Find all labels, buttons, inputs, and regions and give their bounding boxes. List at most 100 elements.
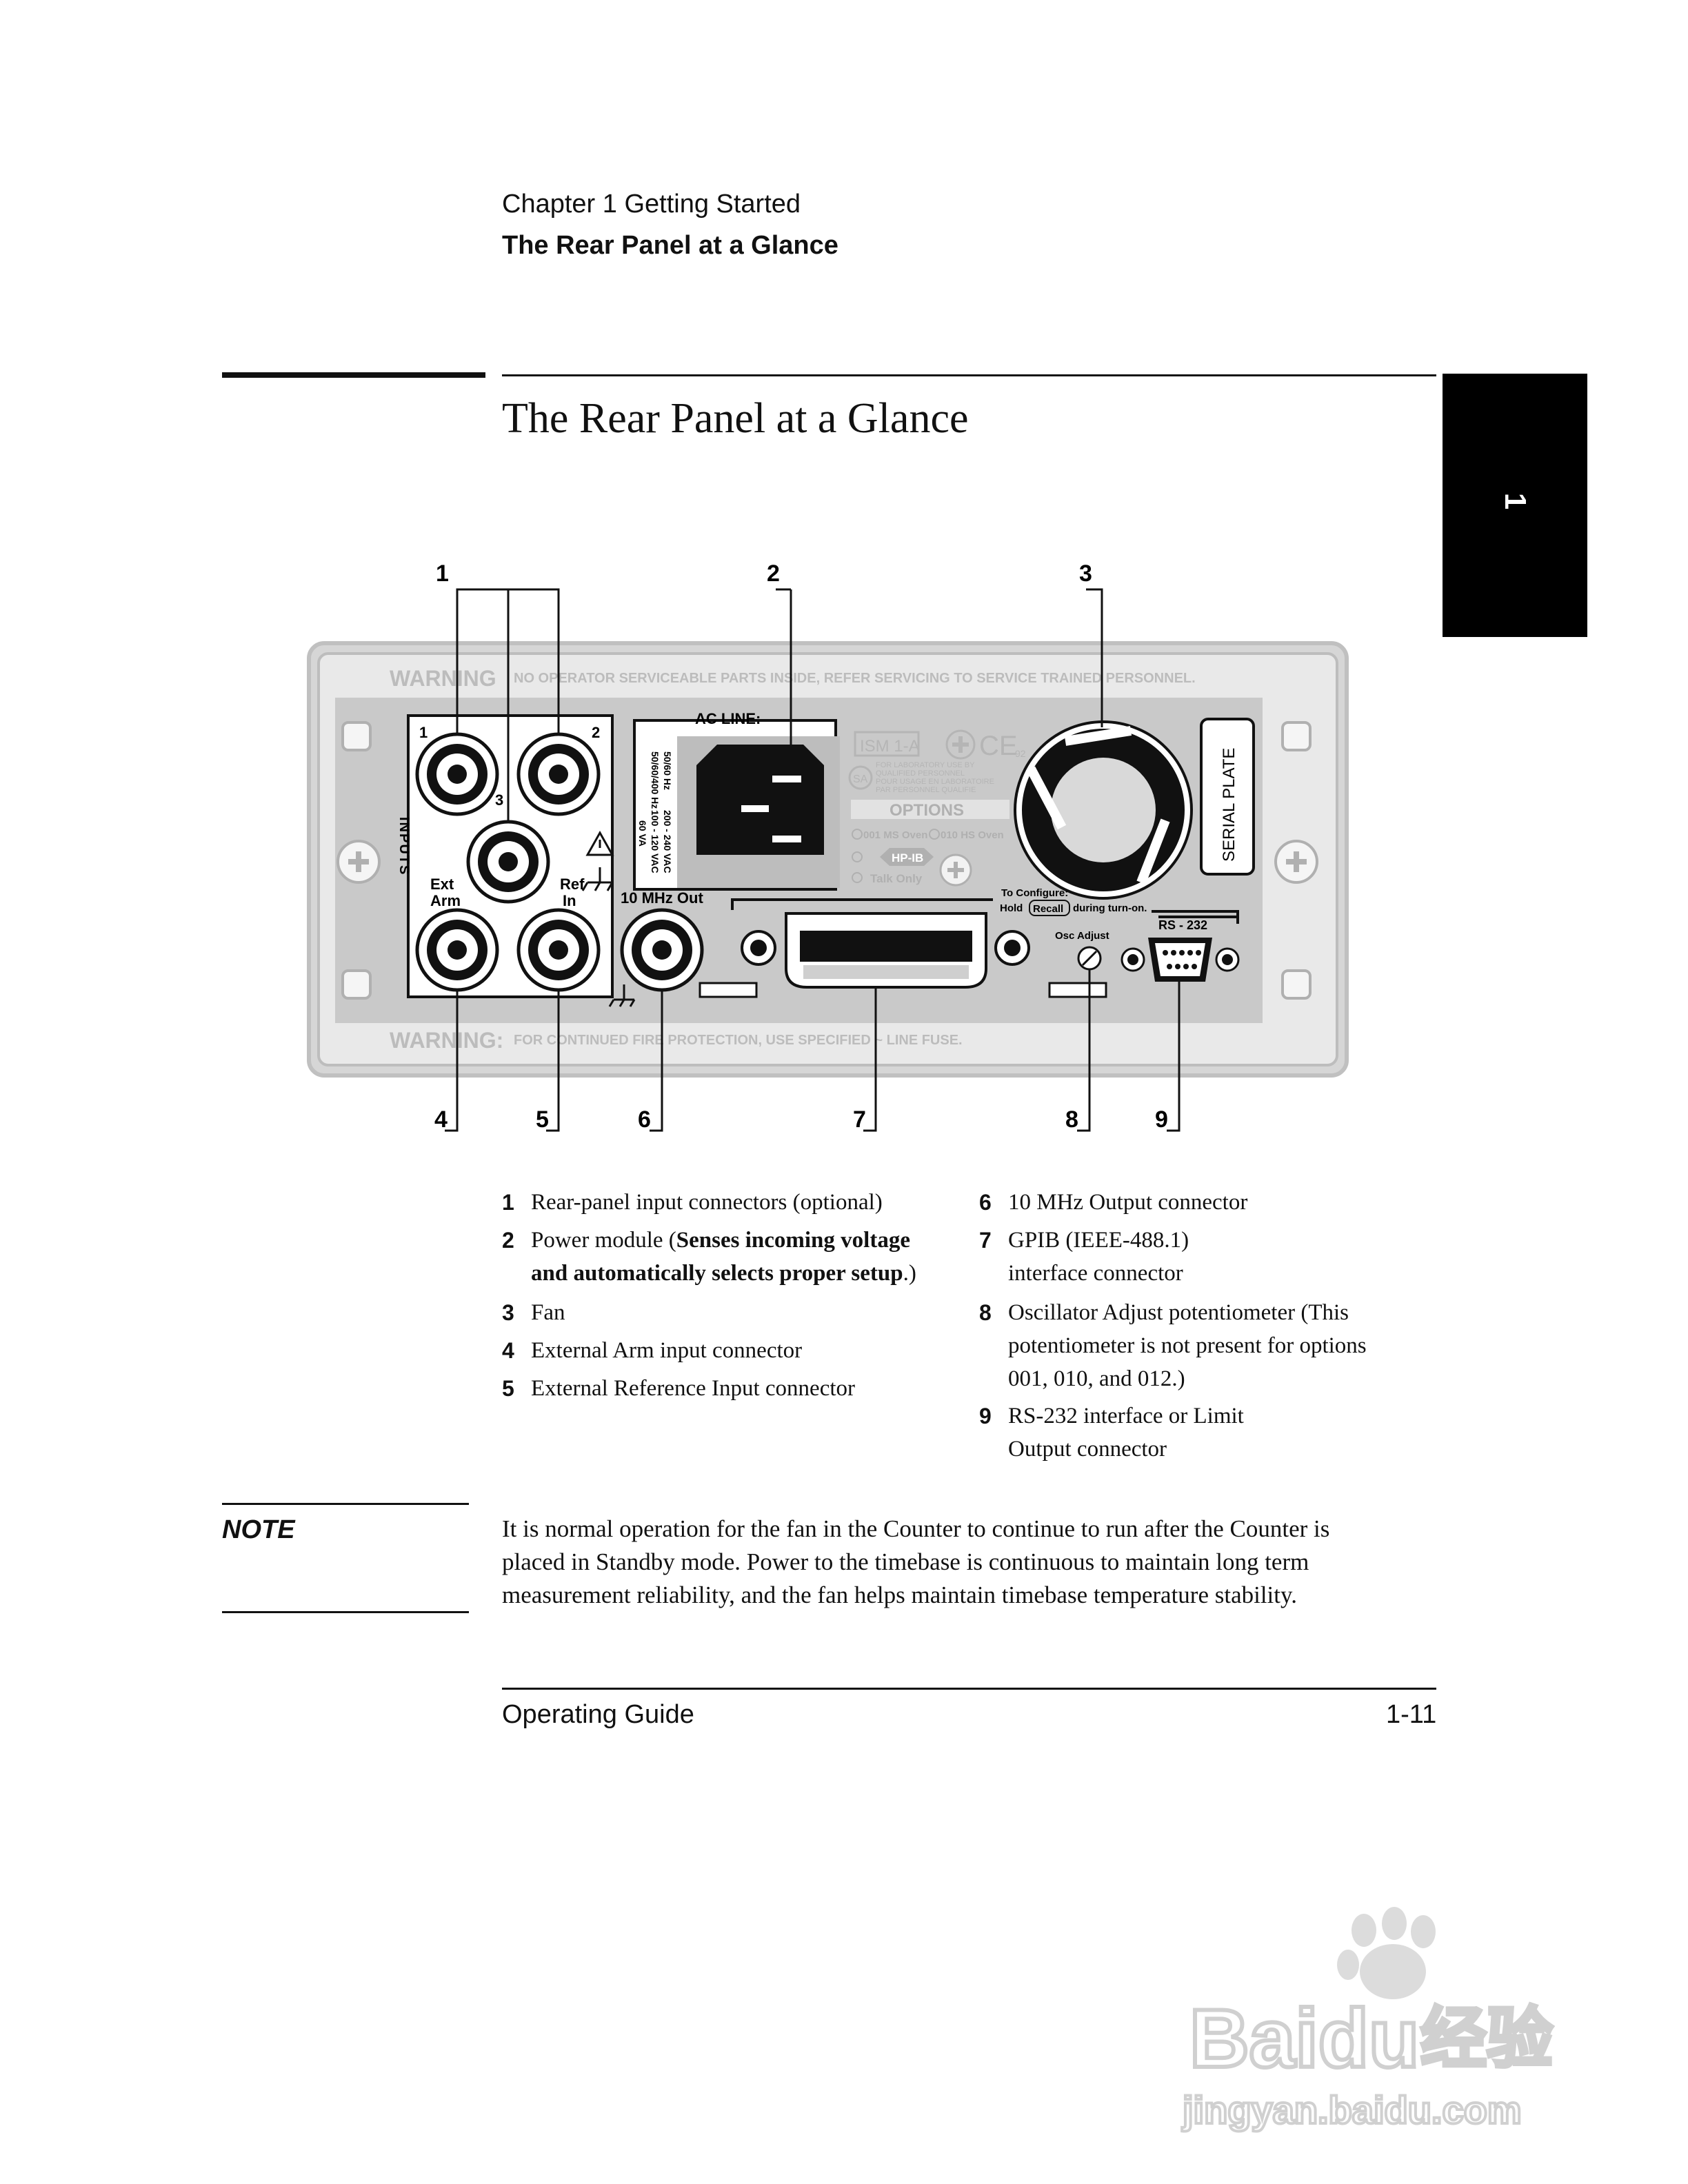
inputs-vertical-label: INPUTS — [396, 817, 412, 876]
option-001-label: 001 MS Oven — [863, 829, 927, 841]
options-label: OPTIONS — [890, 801, 964, 820]
footer-rule — [502, 1688, 1436, 1690]
warning-bottom-text: FOR CONTINUED FIRE PROTECTION, USE SPECI… — [514, 1033, 963, 1048]
caption-number: 4 — [502, 1338, 514, 1363]
lab-use-logo-icon: SA — [848, 765, 873, 790]
fan-icon — [1014, 720, 1193, 900]
chassis-ground-icon — [581, 867, 614, 891]
caption-6: 6 10 MHz Output connector — [979, 1186, 1248, 1219]
lab-use-text-4: PAR PERSONNEL QUALIFIE — [876, 786, 976, 794]
caption-line: interface connector — [1008, 1261, 1183, 1286]
ext-arm-label-1: Ext — [430, 876, 454, 893]
ac-line-label: AC LINE: — [695, 710, 761, 727]
caption-text-bold-2: and automatically selects proper setup — [531, 1261, 903, 1286]
osc-adjust-potentiometer-icon — [1077, 946, 1102, 971]
callout-7: 7 — [853, 1106, 866, 1133]
gpib-connector-icon — [741, 912, 1030, 989]
caption-text-pre: Power module ( — [531, 1228, 676, 1253]
caption-number: 2 — [502, 1228, 514, 1253]
caption-line: GPIB (IEEE-488.1) — [1008, 1228, 1189, 1253]
watermark-cn: 经验 — [1420, 2000, 1553, 2077]
slot-right — [1048, 982, 1107, 998]
caption-7: 7 GPIB (IEEE-488.1) interface connector — [979, 1224, 1189, 1290]
caption-text-post: .) — [903, 1261, 916, 1286]
options-header-bg — [851, 800, 1009, 819]
voltage-label-3: 60 VA — [637, 820, 648, 847]
rs232-label: RS - 232 — [1158, 918, 1207, 932]
baidu-watermark: Baidu 经验 jingyan.baidu.com — [1180, 1907, 1555, 2133]
voltage-label-2: 50/60 Hz — [662, 751, 673, 790]
rear-panel-diagram: WARNING NO OPERATOR SERVICEABLE PARTS IN… — [307, 560, 1349, 1133]
callout-5: 5 — [536, 1106, 549, 1133]
callout-3: 3 — [1079, 560, 1092, 587]
to-configure-label: To Configure: — [1001, 887, 1068, 899]
bnc-connector-3-icon — [466, 820, 550, 904]
panel-screw-left-icon — [336, 840, 381, 884]
hpib-label: HP-IB — [892, 851, 923, 865]
caption-3: 3 Fan — [502, 1296, 565, 1329]
bnc-connector-1-icon — [415, 732, 499, 816]
caption-2: 2 Power module (Senses incoming voltage … — [502, 1224, 986, 1290]
footer-title: Operating Guide — [502, 1700, 694, 1729]
osc-adjust-label: Osc Adjust — [1055, 930, 1109, 942]
caption-line: 10 MHz Output connector — [1008, 1190, 1248, 1215]
note-line: measurement reliability, and the fan hel… — [502, 1581, 1297, 1608]
caption-5: 5 External Reference Input connector — [502, 1372, 856, 1405]
ref-in-label-2: In — [563, 892, 576, 909]
caption-text: Rear-panel input connectors (optional) — [531, 1190, 883, 1215]
running-header-chapter: Chapter 1 Getting Started — [502, 190, 801, 219]
rs232-bracket — [1158, 916, 1239, 924]
recall-label: Recall — [1033, 903, 1063, 915]
paw-logo-icon — [1337, 1907, 1436, 1999]
caption-text: Fan — [531, 1300, 565, 1325]
watermark-brand: Baidu — [1189, 1992, 1419, 2085]
lab-use-text-1: FOR LABORATORY USE BY — [876, 761, 975, 769]
warning-bottom-word: WARNING: — [390, 1028, 503, 1053]
lab-use-text-2: QUALIFIED PERSONNEL — [876, 769, 965, 778]
caption-line: 001, 010, and 012.) — [1008, 1366, 1185, 1391]
rs232-connector-icon — [1121, 938, 1240, 982]
serial-plate-label: SERIAL PLATE — [1220, 748, 1238, 862]
ism-label: ISM 1-A — [860, 737, 920, 756]
power-pin — [772, 836, 801, 842]
hpib-badge — [880, 848, 934, 866]
callout-8: 8 — [1065, 1106, 1078, 1133]
voltage-label-5: 200 - 240 VAC — [662, 810, 673, 873]
input-2-label: 2 — [592, 724, 600, 741]
caption-4: 4 External Arm input connector — [502, 1334, 803, 1367]
bnc-connector-2-icon — [516, 732, 601, 816]
caption-number: 9 — [979, 1404, 992, 1428]
caption-line: Oscillator Adjust potentiometer (This — [1008, 1300, 1349, 1325]
ten-mhz-out-label: 10 MHz Out — [621, 889, 703, 907]
lab-use-text-3: POUR USAGE EN LABORATOIRE — [876, 778, 994, 786]
caption-text: External Reference Input connector — [531, 1376, 856, 1401]
csa-symbol-icon — [945, 729, 976, 760]
callout-4: 4 — [434, 1106, 448, 1133]
option-radio-icon — [852, 872, 863, 883]
ref-in-label-1: Ref — [560, 876, 585, 893]
caption-number: 6 — [979, 1190, 992, 1215]
recall-key-icon — [1029, 900, 1070, 916]
warning-top-text: NO OPERATOR SERVICEABLE PARTS INSIDE, RE… — [514, 671, 1196, 686]
bnc-ref-in-icon — [516, 908, 601, 992]
caption-9: 9 RS-232 interface or Limit Output conne… — [979, 1399, 1244, 1466]
power-inlet-icon — [696, 745, 824, 855]
caption-text: External Arm input connector — [531, 1338, 803, 1363]
svg-text:SA: SA — [853, 774, 868, 785]
thin-rule-title — [502, 374, 1436, 376]
slot-left — [699, 982, 758, 998]
note-line: placed in Standby mode. Power to the tim… — [502, 1548, 1309, 1575]
caption-1: 1 Rear-panel input connectors (optional) — [502, 1186, 883, 1219]
chapter-tab-number: 1 — [1498, 492, 1532, 510]
note-text: It is normal operation for the fan in th… — [502, 1513, 1454, 1612]
page-title: The Rear Panel at a Glance — [502, 395, 969, 442]
bnc-10mhz-out-icon — [620, 908, 704, 992]
option-010-label: 010 HS Oven — [941, 829, 1004, 841]
caption-8: 8 Oscillator Adjust potentiometer (This … — [979, 1296, 1367, 1395]
caption-number: 5 — [502, 1376, 514, 1401]
ce-year: 92 — [1015, 748, 1026, 759]
thick-rule-left — [222, 372, 485, 378]
during-turn-on-label: during turn-on. — [1073, 902, 1147, 914]
caption-line: RS-232 interface or Limit — [1008, 1404, 1244, 1428]
caption-number: 3 — [502, 1300, 514, 1325]
